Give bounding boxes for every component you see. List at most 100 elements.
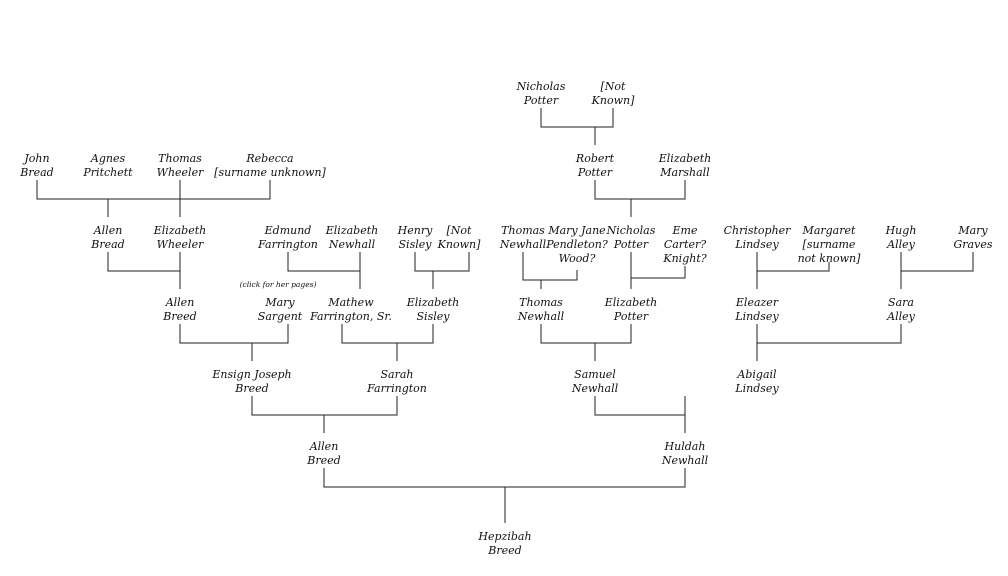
connector-farrington-couple [287,252,361,289]
person-name-line: Bread [91,238,125,251]
person-name-line: Rebecca [246,152,294,165]
person-name-line: Wheeler [156,238,204,251]
person-name-line: Mary Jane [548,224,606,237]
person-name-line: Potter [577,166,613,179]
person-name-line: Known] [591,94,635,107]
person-name-line: Huldah [664,440,706,453]
connector-breed-farrington-couple [251,396,398,433]
person-name-line: Newhall [571,382,619,395]
person-name-line: Lindsey [735,238,779,251]
connector-newhall-couple [522,252,578,289]
connector-bread-couple [36,180,181,217]
person-name-line: Thomas [158,152,202,165]
person-name-line: Margaret [802,224,856,237]
person-name-line: Newhall [661,454,709,467]
person-name-line: Allen [93,224,123,237]
person-name-line: Breed [488,544,522,557]
person-name-line: Agnes [90,152,126,165]
person-name-line: Hugh [885,224,917,237]
person-name-line: [Not [600,80,626,93]
person-name-line: Potter [613,238,649,251]
person-name-line: Henry [397,224,433,237]
person-name-line: Elizabeth [658,152,712,165]
connector-nicholas-potter-couple [630,252,686,289]
person-name-line: Potter [613,310,649,323]
person-name-line: Mary [958,224,988,237]
person-name-line: Allen [165,296,195,309]
person-name-line: Eme [672,224,698,237]
person-name-line: Elizabeth [406,296,460,309]
person-name-line: Wheeler [156,166,204,179]
click-for-pages-note[interactable]: (click for her pages) [239,280,317,289]
connector-potter-couple [540,108,614,145]
person-name-line: Robert [575,152,615,165]
connector-farrington-sisley-couple [341,324,434,361]
person-name-line: Thomas [501,224,545,237]
person-name-line: Elizabeth [604,296,658,309]
person-name-line: Newhall [499,238,547,251]
person-name-line: Nicholas [516,80,566,93]
person-name-line: Mary [265,296,295,309]
person-name-line: Sisley [416,310,450,323]
person-name-line: Carter? [663,238,707,251]
person-name-line: not known] [797,252,861,265]
connector-alley-couple [900,252,974,289]
person-name-line: Hepzibah [478,530,532,543]
person-name-line: Wood? [558,252,596,265]
person-rebecca[interactable]: Rebecca[surname unknown] [214,152,326,180]
person-name-line: Sara [888,296,914,309]
connector-breed-sargent-couple [179,324,289,361]
connector-robert-potter-couple [594,180,686,217]
person-name-line: Breed [307,454,341,467]
person-name-line: John [24,152,50,165]
person-name-line: Lindsey [735,382,779,395]
person-name-line: Elizabeth [325,224,379,237]
person-name-line: Farrington [258,238,318,251]
person-name-line: [surname unknown] [214,166,326,179]
person-name-line: Sisley [398,238,432,251]
person-name-line: Alley [887,310,915,323]
person-name-line: Potter [523,94,559,107]
person-name-line: Breed [163,310,197,323]
connector-lindsey-alley-couple [756,324,902,361]
person-name-line: Lindsey [735,310,779,323]
